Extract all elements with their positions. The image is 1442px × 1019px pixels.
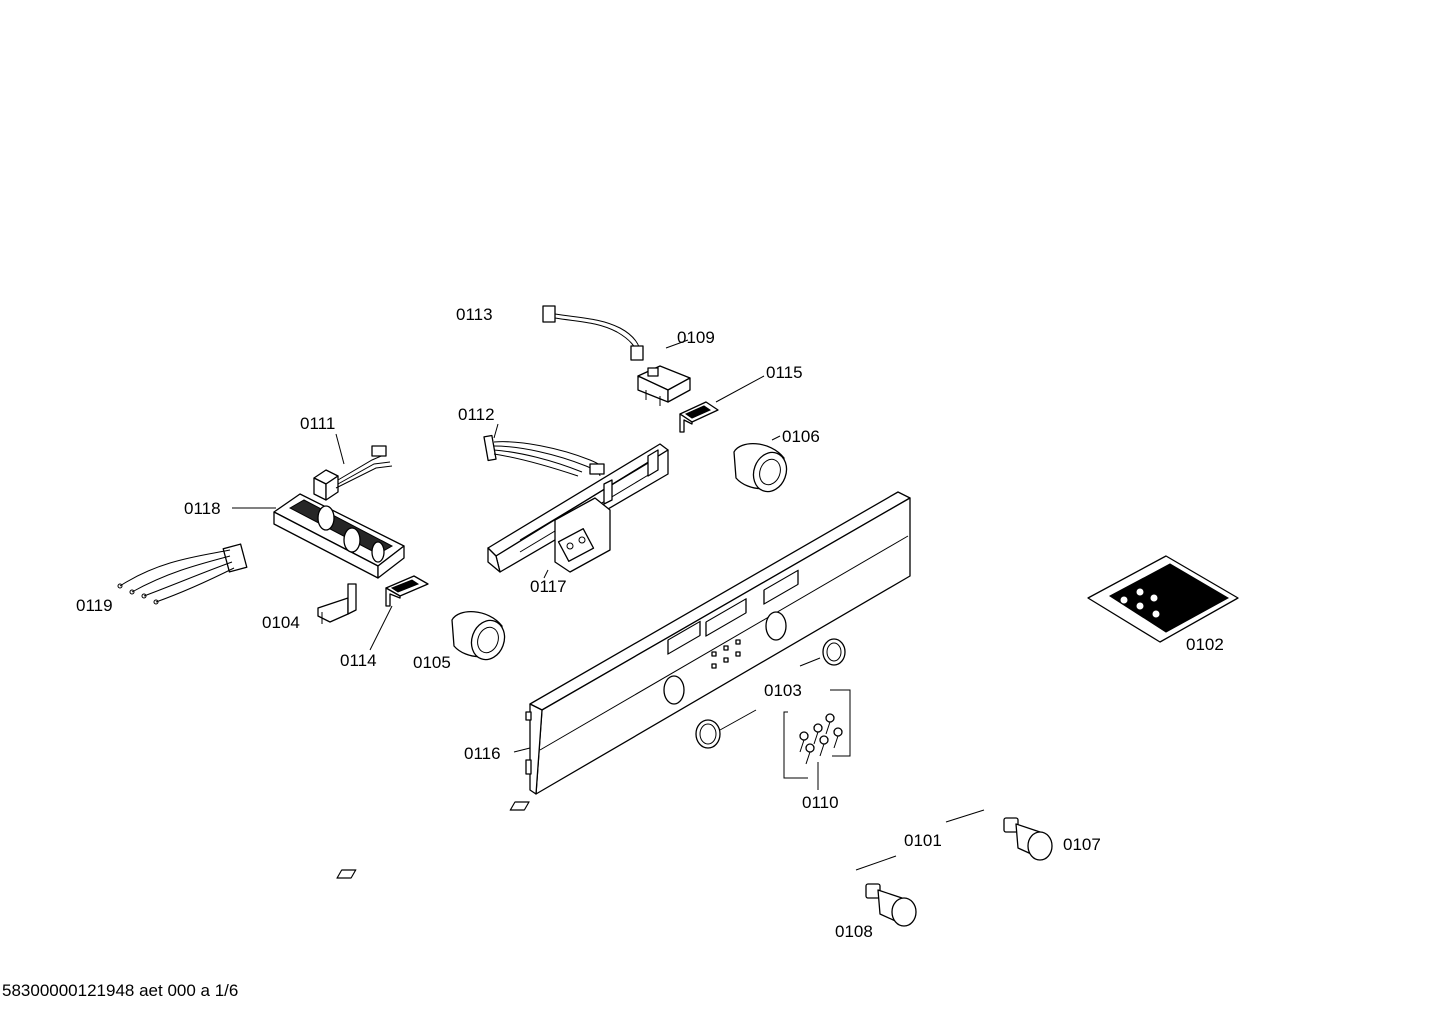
label-0116: 0116	[464, 744, 501, 763]
part-0109-switch-bracket	[637, 365, 691, 406]
label-0108: 0108	[835, 922, 873, 941]
document-footer-id: 58300000121948 aet 000 a 1/6	[2, 981, 239, 1000]
part-0114-clip	[385, 575, 429, 607]
label-0117: 0117	[530, 577, 567, 596]
leader-lines	[232, 339, 985, 871]
label-0107: 0107	[1063, 835, 1101, 854]
label-0118: 0118	[184, 499, 221, 518]
label-0109: 0109	[677, 328, 715, 347]
part-0104-bracket	[317, 583, 357, 624]
label-0102: 0102	[1186, 635, 1224, 654]
part-0118-switch-module	[273, 493, 405, 579]
part-0106-knob-bezel	[733, 442, 788, 493]
label-0101: 0101	[904, 831, 942, 850]
part-0110-screws	[783, 689, 851, 779]
label-0106: 0106	[782, 427, 820, 446]
label-0111: 0111	[300, 414, 335, 433]
label-0119: 0119	[76, 596, 113, 615]
label-0112: 0112	[458, 405, 495, 424]
part-0103-rings	[695, 638, 846, 749]
part-0119-wiring-harness	[117, 543, 248, 605]
label-0110: 0110	[802, 793, 839, 812]
part-0107-knob	[509, 801, 1053, 861]
part-0111-connector-wires	[313, 445, 393, 501]
label-0103: 0103	[764, 681, 802, 700]
part-labels: 0113 0109 0115 0112 0111 0106 0118 0117 …	[76, 305, 1224, 941]
part-0105-knob-bezel	[451, 610, 506, 661]
part-0102-parts-bag	[1087, 555, 1239, 643]
label-0115: 0115	[766, 363, 803, 382]
label-0113: 0113	[456, 305, 493, 324]
part-0115-clip	[679, 401, 719, 433]
part-0112-wire-harness	[483, 434, 605, 477]
label-0104: 0104	[262, 613, 300, 632]
label-0114: 0114	[340, 651, 377, 670]
part-0116-control-panel	[525, 491, 911, 795]
panel-buttons	[711, 639, 741, 669]
part-0113-cable-harness	[542, 305, 644, 361]
part-0108-knob	[336, 869, 917, 927]
label-0105: 0105	[413, 653, 451, 672]
part-0117-frame-rail	[487, 443, 669, 573]
